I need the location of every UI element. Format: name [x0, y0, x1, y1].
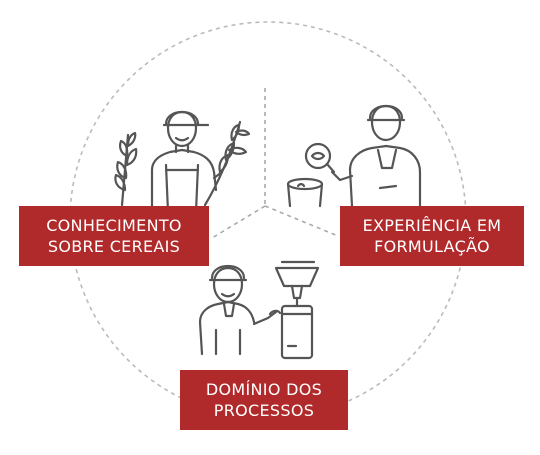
label-experiencia-em-formulacao: EXPERIÊNCIA EM FORMULAÇÃO — [340, 206, 524, 266]
label-dominio-dos-processos: DOMÍNIO DOS PROCESSOS — [180, 370, 348, 430]
label-cereais-line2: SOBRE CEREAIS — [47, 237, 181, 256]
divider-left — [211, 205, 266, 239]
worker-with-machine-icon — [198, 260, 320, 360]
worker-with-magnifier-icon — [286, 104, 422, 208]
label-processos-line1: DOMÍNIO DOS — [205, 380, 323, 399]
divider-right — [264, 205, 339, 237]
label-formulacao-line2: FORMULAÇÃO — [374, 237, 490, 256]
farmer-with-wheat-icon — [114, 110, 251, 214]
label-processos-line2: PROCESSOS — [213, 401, 315, 420]
label-cereais-line1: CONHECIMENTO — [46, 216, 182, 235]
segment-dividers — [211, 88, 339, 239]
label-conhecimento-sobre-cereais: CONHECIMENTO SOBRE CEREAIS — [19, 206, 209, 266]
label-formulacao-line1: EXPERIÊNCIA EM — [362, 216, 502, 235]
